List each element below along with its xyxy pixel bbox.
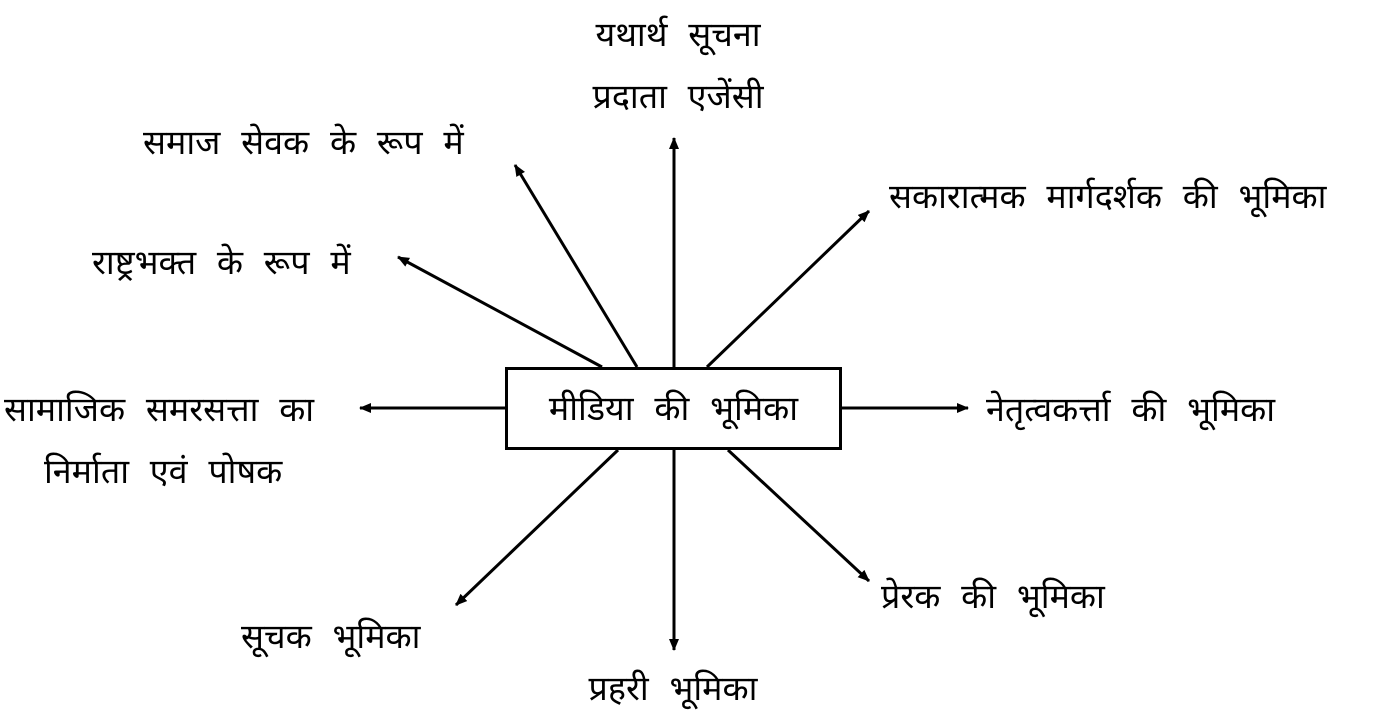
center-label: मीडिया की भूमिका [548,388,799,429]
label-bottom: प्रहरी भूमिका [588,669,758,709]
label-right: नेतृत्वकर्त्ता की भूमिका [986,390,1276,430]
label-bottom-left: सूचक भूमिका [241,617,421,657]
center-node: मीडिया की भूमिका [505,367,842,450]
label-top-right: सकारात्मक मार्गदर्शक की भूमिका [889,177,1327,217]
arrow-bottom-right [726,448,871,583]
arrow-top-right [705,209,871,369]
arrow-top-left [513,164,639,368]
label-left-line2: निर्माता एवं पोषक [44,452,283,492]
label-top-line1: यथार्थ सूचना [595,15,761,55]
label-top-line2: प्रदाता एजेंसी [592,77,764,117]
label-bottom-right: प्रेरक की भूमिका [881,577,1105,617]
label-top-left: समाज सेवक के रूप में [143,123,464,163]
label-left-line1: सामाजिक समरसत्ता का [4,390,315,430]
arrow-upper-left [397,255,603,369]
arrow-bottom-left [454,448,620,607]
label-upper-left: राष्ट्रभक्त के रूप में [92,243,351,283]
